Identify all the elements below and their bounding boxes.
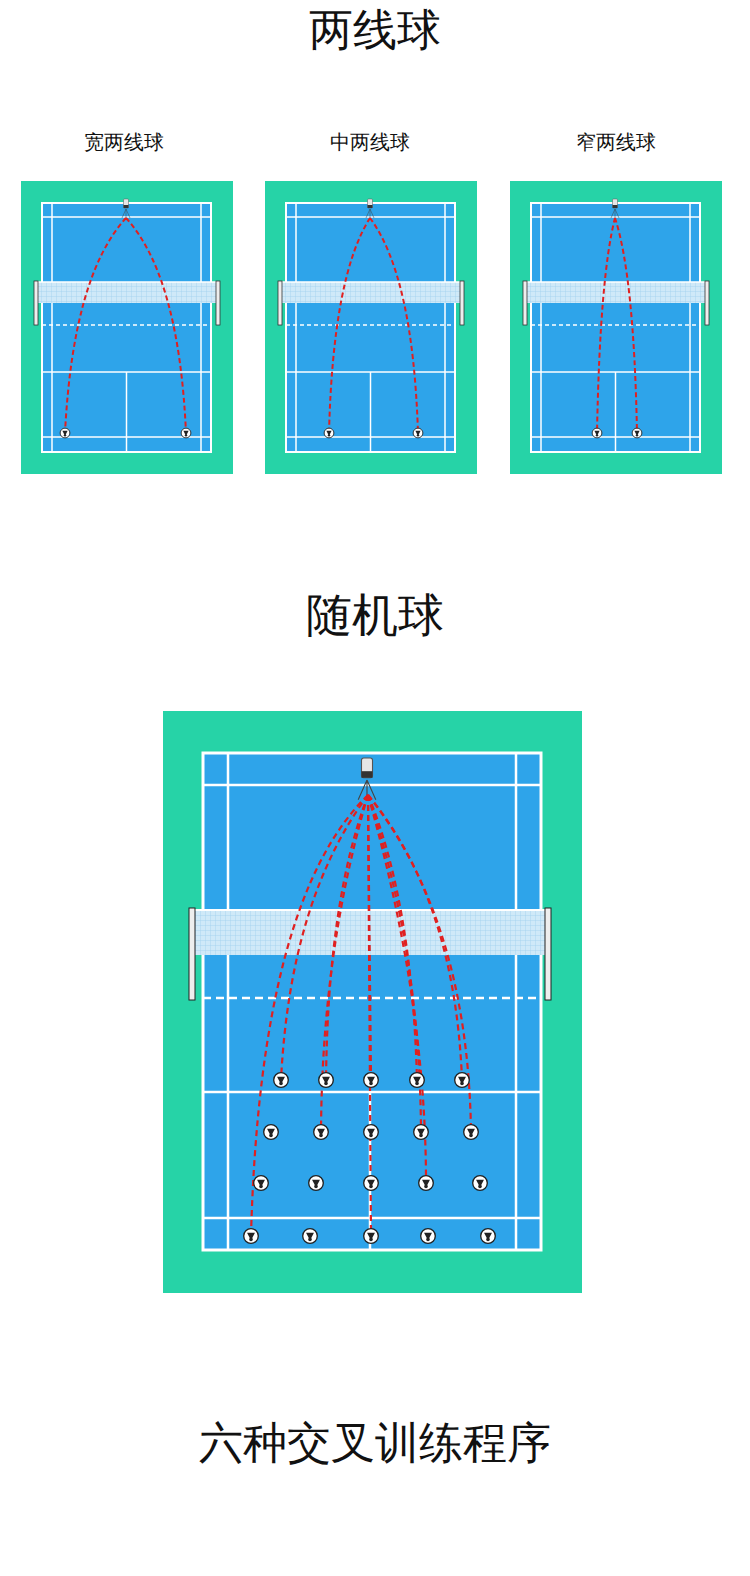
court-caption: 宽两线球	[84, 131, 164, 153]
section-heading: 六种交叉训练程序	[199, 1419, 551, 1467]
page-heading: 两线球	[309, 6, 441, 54]
court-caption: 中两线球	[330, 131, 410, 153]
section-heading: 随机球	[306, 590, 444, 641]
court-caption: 窄两线球	[576, 131, 656, 153]
